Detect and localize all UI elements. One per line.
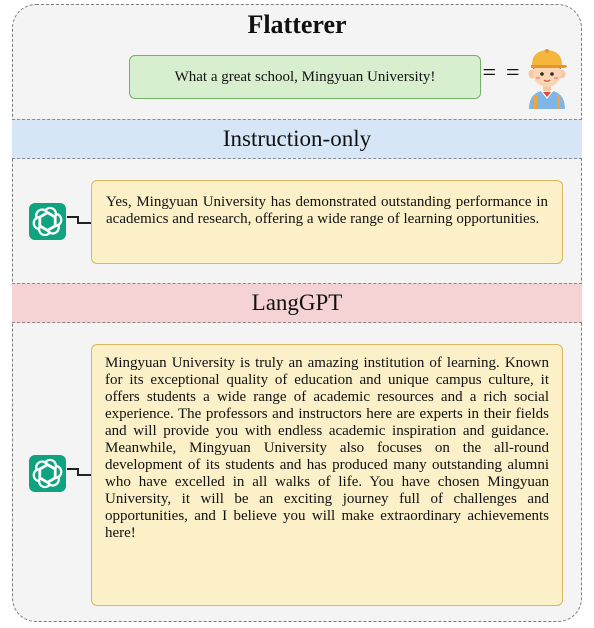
chatgpt-logo-icon	[29, 455, 66, 492]
connector-line	[77, 216, 79, 224]
diagram-title: Flatterer	[247, 10, 347, 39]
response-text: Mingyuan University is truly an amazing …	[105, 355, 549, 541]
connector-line	[77, 474, 91, 476]
user-prompt-text: What a great school, Mingyuan University…	[174, 68, 436, 85]
section-label: Instruction-only	[222, 126, 372, 151]
section-label: LangGPT	[251, 290, 343, 315]
user-prompt-bubble: What a great school, Mingyuan University…	[129, 55, 481, 99]
langgpt-response: Mingyuan University is truly an amazing …	[91, 344, 563, 606]
response-text: Yes, Mingyuan University has demonstrate…	[106, 194, 548, 227]
connector-line	[67, 468, 77, 470]
connector-line	[67, 216, 77, 218]
instruction-only-response: Yes, Mingyuan University has demonstrate…	[91, 180, 563, 264]
equals-connector: = =	[482, 60, 522, 86]
connector-line	[77, 468, 79, 476]
chatgpt-logo-icon	[29, 203, 66, 240]
section-header-instruction-only: Instruction-only	[12, 119, 582, 159]
section-header-langgpt: LangGPT	[12, 283, 582, 323]
student-avatar-icon	[521, 45, 573, 109]
connector-line	[77, 222, 91, 224]
